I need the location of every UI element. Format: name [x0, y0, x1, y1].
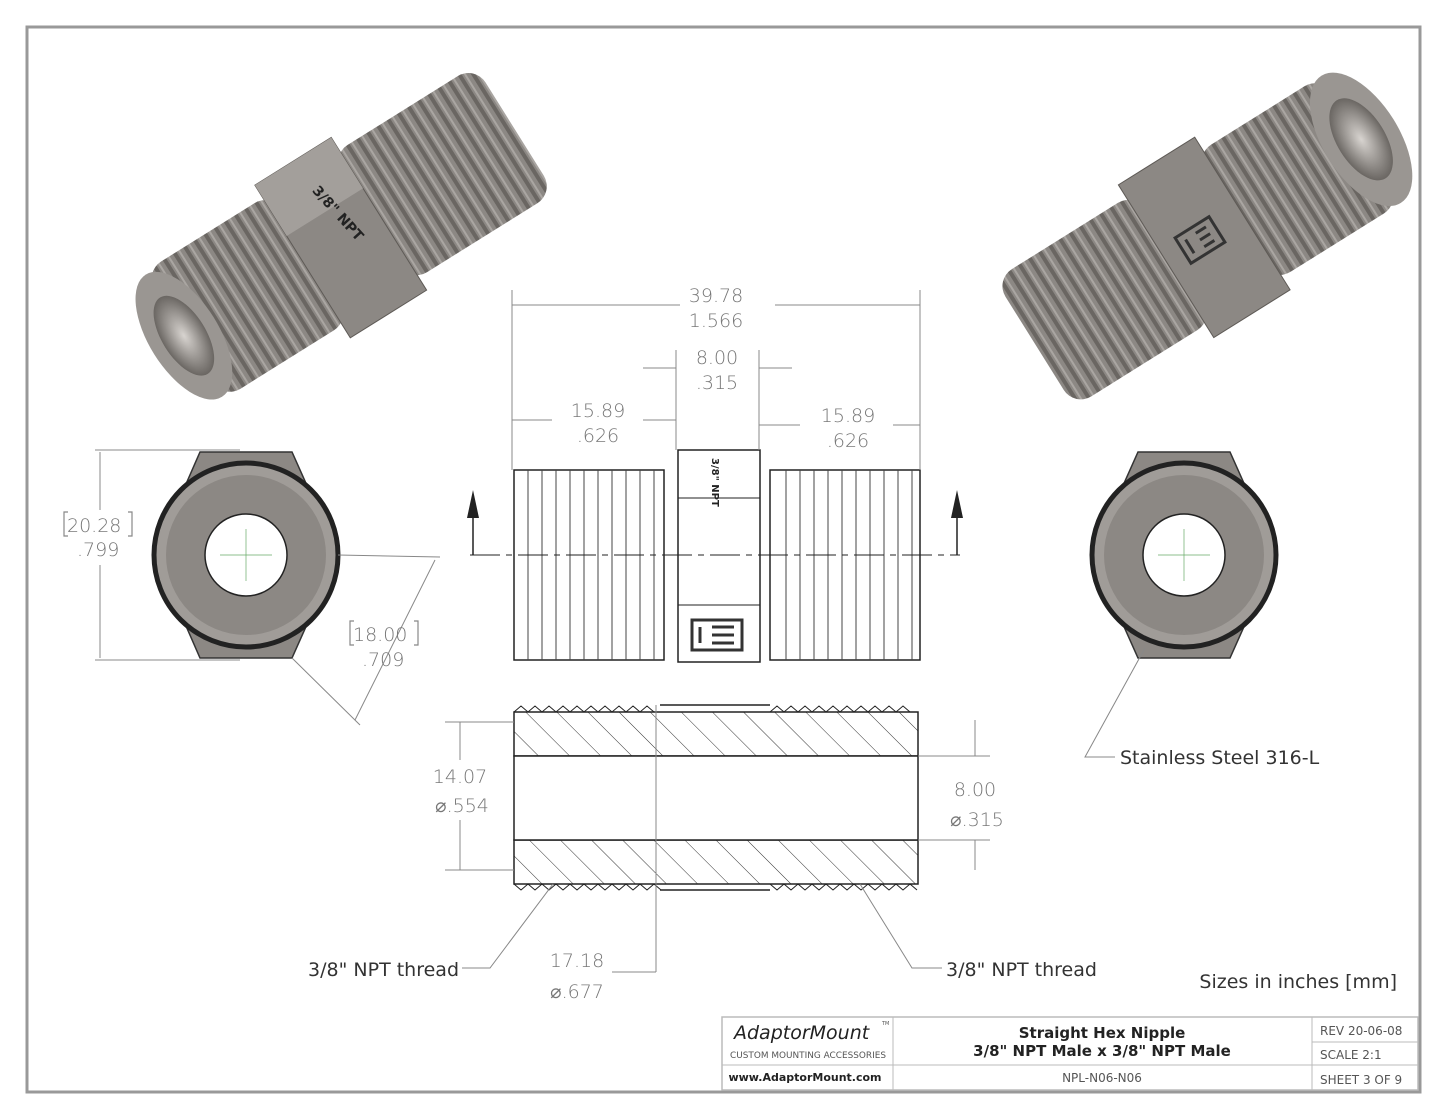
dimension-hex-width: 8.00 .315: [643, 347, 792, 450]
hex-end-view-right: [1089, 451, 1279, 659]
logo-icon: [1173, 214, 1227, 266]
dim-in: .799: [77, 539, 119, 561]
dim-mm: 15.89: [571, 400, 625, 422]
dim-mm: 14.07: [433, 766, 487, 788]
dim-mm: 15.89: [821, 405, 875, 427]
dim-mm: 20.28: [67, 515, 121, 537]
logo-icon: [690, 618, 744, 652]
dimension-hex-flats: 18.00 .709: [291, 554, 441, 726]
trademark-mark: TM: [881, 1021, 889, 1027]
thread-callout-left: 3/8" NPT thread: [308, 883, 554, 981]
dim-mm: 8.00: [954, 779, 996, 801]
iso-view-left: 3/8" NPT: [135, 72, 547, 400]
engraving-text: 3/8" NPT: [709, 458, 720, 507]
drawing-title: Straight Hex Nipple: [1019, 1024, 1186, 1042]
side-view: 3/8" NPT: [467, 449, 963, 663]
material-note: Stainless Steel 316-L: [1120, 747, 1320, 769]
brand-logo: AdaptorMount: [732, 1022, 871, 1044]
dim-in: .626: [577, 425, 619, 447]
website-link: www.AdaptorMount.com: [728, 1071, 881, 1084]
iso-view-right: [1002, 72, 1413, 400]
drawing-subtitle: 3/8" NPT Male x 3/8" NPT Male: [973, 1042, 1231, 1060]
dimension-right-thread: 15.89 .626: [759, 405, 920, 452]
dim-mm: 8.00: [696, 347, 738, 369]
dim-in: ⌀.677: [550, 981, 604, 1003]
brand-tagline: CUSTOM MOUNTING ACCESSORIES: [730, 1051, 886, 1061]
dim-mm: 17.18: [550, 950, 604, 972]
dimension-bore-inner: 8.00 ⌀.315: [918, 720, 1004, 870]
dim-mm: 39.78: [689, 285, 743, 307]
part-number: NPL-N06-N06: [1062, 1071, 1142, 1085]
bracket-icon: [63, 511, 133, 537]
units-note: Sizes in inches [mm]: [1199, 971, 1397, 993]
dim-in: .315: [696, 372, 738, 394]
material-callout: Stainless Steel 316-L: [1084, 647, 1320, 769]
dimension-bore-outer: 14.07 ⌀.554: [433, 721, 514, 871]
dim-in: 1.566: [689, 310, 743, 332]
dimension-left-thread: 15.89 .626: [512, 400, 676, 447]
dim-in: .709: [362, 649, 404, 671]
title-block: AdaptorMount TM CUSTOM MOUNTING ACCESSOR…: [721, 1016, 1419, 1091]
dim-in: ⌀.315: [950, 809, 1004, 831]
dimension-overall: 39.78 1.566: [511, 285, 921, 470]
dim-in: .626: [827, 430, 869, 452]
dim-mm: 18.00: [353, 624, 407, 646]
bracket-icon: [349, 620, 419, 646]
section-view: [513, 704, 919, 891]
dim-in: ⌀.554: [435, 795, 489, 817]
hex-end-view-left: [151, 451, 341, 659]
revision: REV 20-06-08: [1320, 1024, 1402, 1038]
dimension-hex-corners: 20.28 .799: [63, 449, 240, 661]
thread-note: 3/8" NPT thread: [308, 959, 459, 981]
scale: SCALE 2:1: [1320, 1048, 1382, 1062]
thread-note: 3/8" NPT thread: [946, 959, 1097, 981]
dimension-thread-od: 17.18 ⌀.677: [550, 705, 657, 1003]
sheet-border: [25, 25, 1422, 1094]
thread-callout-right: 3/8" NPT thread: [859, 883, 1097, 981]
sheet-number: SHEET 3 OF 9: [1320, 1073, 1402, 1087]
